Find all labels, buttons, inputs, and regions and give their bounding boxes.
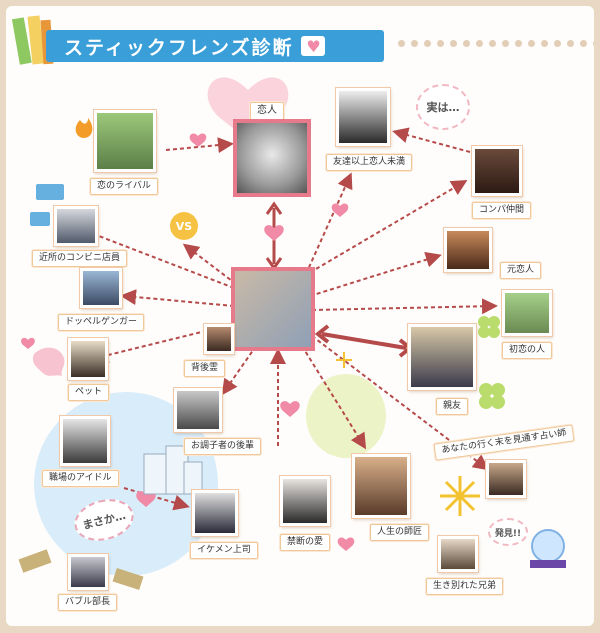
label-first-love: 初恋の人 — [502, 342, 553, 359]
photo-junior[interactable] — [174, 388, 222, 432]
bubble-jitsu: 実は… — [416, 84, 470, 130]
label-konbini: 近所のコンビニ店員 — [32, 250, 128, 267]
money-icon — [18, 549, 52, 573]
bubble-hakken: 発見!! — [488, 518, 528, 546]
dots-decoration — [398, 40, 594, 47]
label-ikemen: イケメン上司 — [190, 542, 258, 559]
photo-first-love[interactable] — [502, 290, 552, 336]
photo-ikemen[interactable] — [192, 490, 238, 536]
photo-konbini[interactable] — [54, 206, 98, 246]
sparkle-icon — [336, 352, 352, 368]
sun-icon — [440, 476, 480, 516]
label-sibling: 生き別れた兄弟 — [426, 578, 504, 595]
photo-rival[interactable] — [94, 110, 156, 172]
fire-icon — [75, 118, 93, 138]
photo-doppel[interactable] — [80, 268, 122, 308]
photo-lover[interactable] — [234, 120, 310, 196]
photo-pet[interactable] — [68, 338, 108, 380]
vs-badge: VS — [170, 212, 198, 240]
photo-bubble-boss[interactable] — [68, 554, 108, 590]
page-title: スティックフレンズ診断 — [64, 36, 294, 59]
diagnosis-board: スティックフレンズ診断 ♥ 恋人 恋のライバル 友達以上恋人未満 実は… コンパ… — [6, 6, 594, 626]
photo-mentor[interactable] — [352, 454, 410, 518]
pink-heart-bg — [207, 77, 289, 140]
header-banner: スティックフレンズ診断 ♥ — [46, 30, 384, 62]
label-lover: 恋人 — [250, 102, 284, 120]
label-haikorei: 背後霊 — [184, 360, 226, 377]
center-photo[interactable] — [232, 268, 314, 350]
photo-konpa[interactable] — [472, 146, 522, 196]
ghost-icon — [32, 347, 65, 376]
label-bubble-boss: バブル部長 — [58, 594, 118, 611]
label-best-friend: 親友 — [436, 398, 469, 415]
label-junior: お調子者の後輩 — [184, 438, 262, 455]
label-friend-plus: 友達以上恋人未満 — [326, 154, 413, 171]
label-ex: 元恋人 — [500, 262, 542, 279]
photo-haikorei[interactable] — [204, 324, 234, 354]
photo-idol[interactable] — [60, 416, 110, 466]
label-mentor: 人生の師匠 — [370, 524, 430, 541]
label-konpa: コンパ仲間 — [472, 202, 532, 219]
photo-friend-plus[interactable] — [336, 88, 390, 146]
photo-forbidden[interactable] — [280, 476, 330, 526]
crystal-ball-icon — [531, 529, 565, 563]
shop-icon — [30, 184, 64, 226]
label-idol: 職場のアイドル — [42, 470, 119, 487]
heart-icon: ♥ — [301, 36, 326, 56]
clover-icon — [478, 316, 505, 409]
label-pet: ペット — [68, 384, 110, 401]
green-blob — [306, 374, 386, 458]
photo-fortune[interactable] — [486, 460, 526, 498]
photo-sibling[interactable] — [438, 536, 478, 572]
label-doppel: ドッペルゲンガー — [58, 314, 145, 331]
label-rival: 恋のライバル — [90, 178, 158, 195]
photo-best-friend[interactable] — [408, 324, 476, 390]
photo-ex[interactable] — [444, 228, 492, 272]
building-icon — [143, 445, 203, 495]
label-forbidden: 禁断の愛 — [280, 534, 331, 551]
